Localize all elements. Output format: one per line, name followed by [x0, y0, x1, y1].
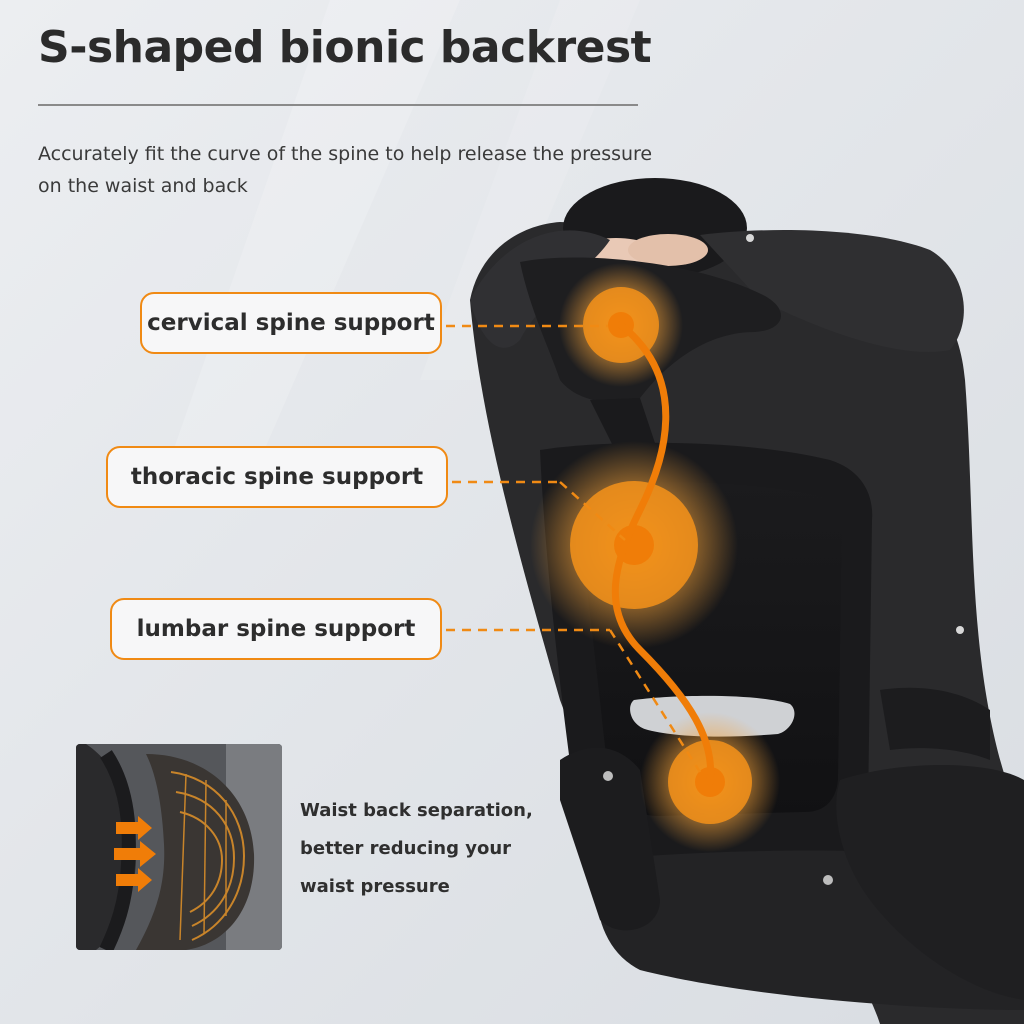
lumbar-closeup-photo: [76, 744, 282, 950]
callout-cervical: cervical spine support: [140, 292, 442, 354]
page-title: S-shaped bionic backrest: [38, 22, 652, 73]
title-divider: [38, 104, 638, 106]
page-subtitle: Accurately fit the curve of the spine to…: [38, 143, 653, 197]
inset-caption-line: Waist back separation,: [300, 800, 533, 821]
callout-thoracic: thoracic spine support: [106, 446, 448, 508]
arrow-right-icon: [116, 868, 152, 892]
inset-caption-line: waist pressure: [300, 876, 450, 897]
lumbar-closeup-inset: [76, 744, 282, 950]
inset-caption-line: better reducing your: [300, 838, 512, 859]
inset-caption: Waist back separation, better reducing y…: [300, 792, 570, 906]
arrow-right-icon: [114, 841, 156, 867]
arrow-right-icon: [116, 816, 152, 840]
callout-lumbar: lumbar spine support: [110, 598, 442, 660]
